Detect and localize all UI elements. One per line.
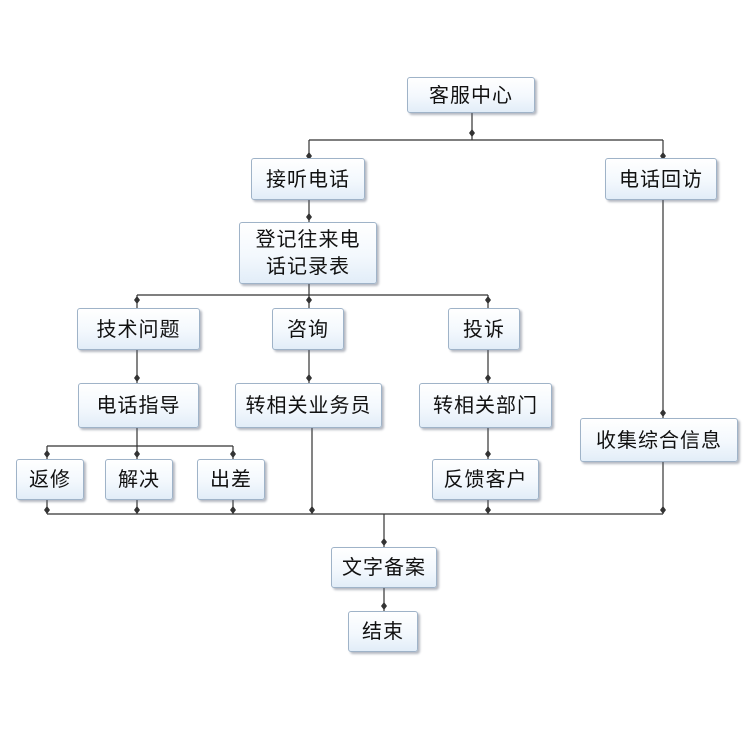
node-phone-guidance: 电话指导 [78,383,199,428]
register-line-1: 登记往来电 [255,227,361,251]
node-transfer-department: 转相关部门 [419,383,552,428]
node-written-record: 文字备案 [331,547,437,588]
node-technical-issue: 技术问题 [77,308,200,350]
node-consultation: 咨询 [272,308,344,350]
node-transfer-salesperson: 转相关业务员 [235,383,382,428]
node-feedback-customer: 反馈客户 [432,459,539,500]
node-end: 结束 [348,611,418,652]
node-answer-call: 接听电话 [251,158,365,200]
node-callback: 电话回访 [605,158,717,200]
node-complaint: 投诉 [448,308,520,350]
node-collect-info: 收集综合信息 [580,418,738,462]
node-customer-service-center: 客服中心 [407,77,535,113]
node-register-call-log: 登记往来电 话记录表 [239,222,377,284]
node-resolve: 解决 [105,459,173,500]
node-repair: 返修 [16,459,84,500]
node-business-trip: 出差 [197,459,265,500]
register-line-2: 话记录表 [266,254,350,278]
